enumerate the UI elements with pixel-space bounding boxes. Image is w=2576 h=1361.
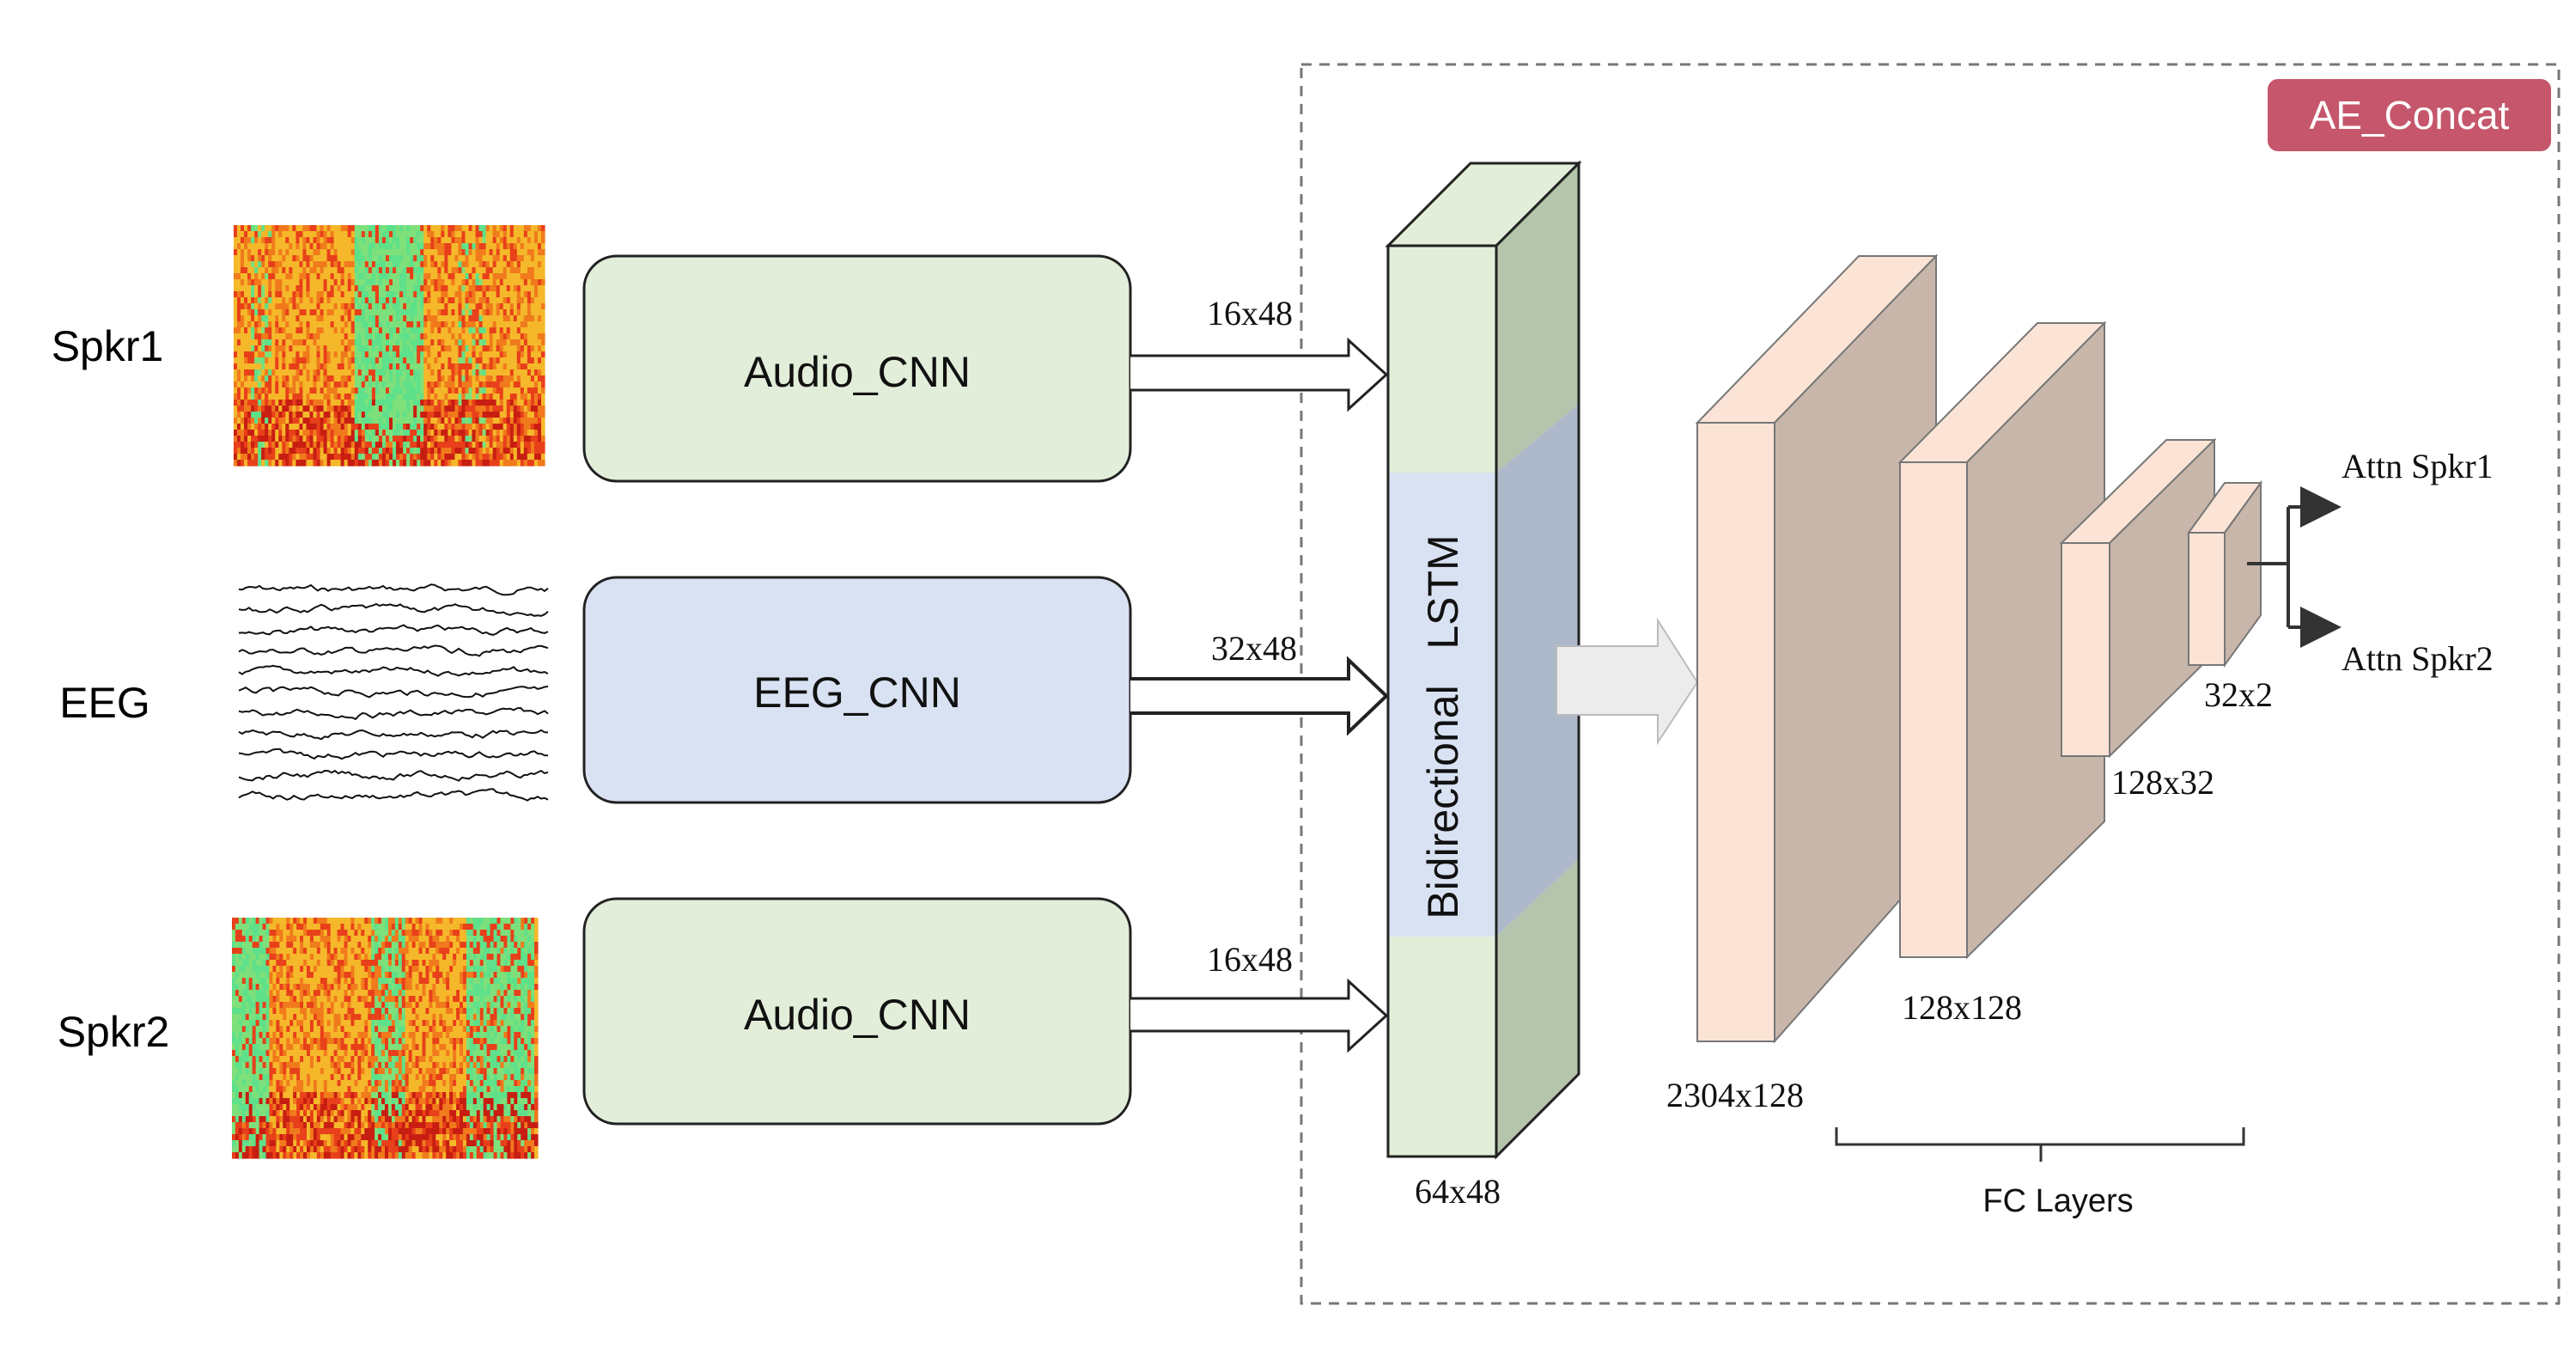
- arrow-audio-bottom: [1130, 978, 1389, 1053]
- dim-fc4: 32x2: [2204, 675, 2273, 714]
- lstm-label: Bidirectional LSTM: [1419, 534, 1467, 919]
- eeg-label: EEG: [59, 679, 150, 727]
- fc-layer-4: [2187, 479, 2262, 668]
- dim-fc1: 2304x128: [1666, 1076, 1804, 1114]
- dim-eeg: 32x48: [1211, 629, 1297, 668]
- output-fork: [2247, 486, 2342, 648]
- arrow-audio-top: [1130, 337, 1389, 412]
- lstm-block: Bidirectional LSTM: [1385, 160, 1582, 1160]
- dim-lstm: 64x48: [1415, 1172, 1501, 1211]
- model-badge-label: AE_Concat: [2310, 93, 2510, 137]
- eeg-cnn: EEG_CNN: [582, 576, 1132, 804]
- fc-layer-3: [2059, 437, 2217, 759]
- audio-cnn-top-label: Audio_CNN: [744, 348, 971, 396]
- model-badge: AE_Concat: [2268, 79, 2551, 151]
- audio-cnn-bottom-label: Audio_CNN: [744, 991, 971, 1039]
- dim-fc3: 128x32: [2111, 763, 2214, 802]
- eeg-waveforms: [238, 583, 549, 802]
- eeg-cnn-label: EEG_CNN: [753, 668, 961, 717]
- dim-audio-top: 16x48: [1207, 294, 1293, 333]
- dim-audio-bottom: 16x48: [1207, 940, 1293, 979]
- spkr2-label: Spkr2: [58, 1008, 170, 1056]
- spkr1-spectrogram: [234, 225, 545, 467]
- output-attn-spkr1: Attn Spkr1: [2342, 447, 2494, 485]
- arrow-lstm-to-fc: [1556, 617, 1699, 746]
- fc-layers-brace: [1835, 1127, 2245, 1162]
- audio-cnn-top: Audio_CNN: [582, 254, 1132, 483]
- dim-fc2: 128x128: [1902, 988, 2022, 1027]
- spkr2-spectrogram: [232, 918, 539, 1159]
- fc-layer-2: [1897, 320, 2107, 960]
- audio-cnn-bottom: Audio_CNN: [582, 897, 1132, 1126]
- fc-layers-label: FC Layers: [1982, 1183, 2133, 1219]
- spkr1-label: Spkr1: [52, 322, 164, 370]
- arrow-eeg: [1130, 656, 1389, 736]
- fc-layer-1: [1695, 253, 1939, 1044]
- output-attn-spkr2: Attn Spkr2: [2342, 639, 2494, 678]
